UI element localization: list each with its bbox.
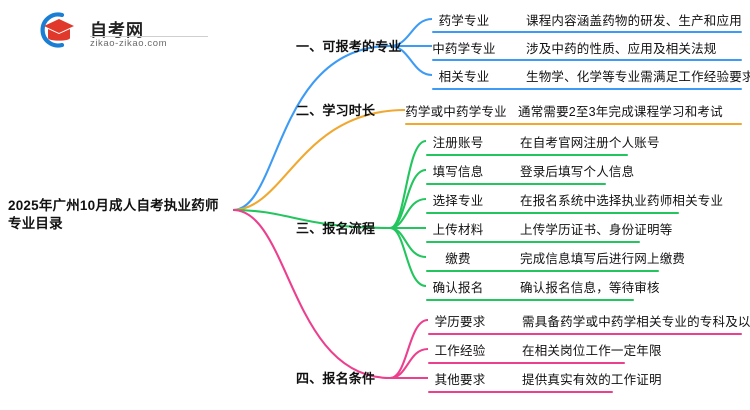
leaf-row[interactable]: 上传材料 上传学历证书、身份证明等 xyxy=(402,215,673,241)
leaf-underline xyxy=(428,333,742,335)
leaf-underline xyxy=(426,270,659,272)
leaf-row[interactable]: 学历要求 需具备药学或中药学相关专业的专科及以上学历 xyxy=(404,307,750,333)
leaf-row[interactable]: 选择专业 在报名系统中选择执业药师相关专业 xyxy=(402,186,723,212)
leaf-key: 填写信息 xyxy=(432,164,484,179)
branch-label-2[interactable]: 二、学习时长 xyxy=(296,103,376,118)
leaf-row[interactable]: 确认报名 确认报名信息，等待审核 xyxy=(402,273,660,299)
leaf-row[interactable]: 相关专业 生物学、化学等专业需满足工作经验要求 xyxy=(408,62,750,88)
leaf-underline xyxy=(426,241,640,243)
leaf-row[interactable]: 药学专业 课程内容涵盖药物的研发、生产和应用 xyxy=(408,6,742,32)
leaf-underline xyxy=(426,183,606,185)
leaf-value: 在自考官网注册个人账号 xyxy=(520,135,660,150)
root-node[interactable]: 2025年广州10月成人自考执业药师专业目录 xyxy=(8,198,219,231)
branch-label-3[interactable]: 三、报名流程 xyxy=(296,221,376,236)
leaf-key: 药学专业 xyxy=(438,13,490,28)
leaf-key: 药学或中药学专业 xyxy=(405,104,507,119)
leaf-underline xyxy=(426,299,634,301)
leaf-underline xyxy=(428,362,625,364)
leaf-value: 完成信息填写后进行网上缴费 xyxy=(520,251,686,266)
leaf-row[interactable]: 中药学专业 涉及中药的性质、应用及相关法规 xyxy=(408,34,717,60)
leaf-underline xyxy=(432,88,742,90)
logo-divider xyxy=(90,36,208,37)
leaf-underline xyxy=(426,212,679,214)
logo-mark-icon xyxy=(40,12,74,48)
leaf-value: 确认报名信息，等待审核 xyxy=(520,280,660,295)
leaf-underline xyxy=(426,154,628,156)
leaf-key: 工作经验 xyxy=(434,343,486,358)
leaf-key: 缴费 xyxy=(445,251,471,266)
leaf-value: 提供真实有效的工作证明 xyxy=(522,372,662,387)
leaf-value: 通常需要2至3年完成课程学习和考试 xyxy=(518,104,723,119)
branch-label-1[interactable]: 一、可报考的专业 xyxy=(296,39,402,54)
leaf-value: 需具备药学或中药学相关专业的专科及以上学历 xyxy=(522,314,750,329)
leaf-underline xyxy=(405,123,742,125)
leaf-row[interactable]: 缴费 完成信息填写后进行网上缴费 xyxy=(402,244,685,270)
leaf-key: 学历要求 xyxy=(434,314,486,329)
branch-label-4[interactable]: 四、报名条件 xyxy=(296,371,376,386)
leaf-key: 其他要求 xyxy=(434,372,486,387)
leaf-key: 中药学专业 xyxy=(432,41,496,56)
leaf-underline xyxy=(432,31,742,33)
leaf-row[interactable]: 工作经验 在相关岗位工作一定年限 xyxy=(404,336,662,362)
leaf-value: 登录后填写个人信息 xyxy=(520,164,635,179)
leaf-row[interactable]: 填写信息 登录后填写个人信息 xyxy=(402,157,635,183)
leaf-key: 相关专业 xyxy=(438,69,490,84)
leaf-row[interactable]: 注册账号 在自考官网注册个人账号 xyxy=(402,128,660,154)
site-logo: 自考网 zikao-zikao.com xyxy=(28,8,218,54)
leaf-value: 课程内容涵盖药物的研发、生产和应用 xyxy=(526,13,742,28)
leaf-key: 选择专业 xyxy=(432,193,484,208)
logo-domain: zikao-zikao.com xyxy=(90,38,168,49)
leaf-value: 上传学历证书、身份证明等 xyxy=(520,222,673,237)
leaf-value: 生物学、化学等专业需满足工作经验要求 xyxy=(526,69,750,84)
leaf-value: 涉及中药的性质、应用及相关法规 xyxy=(526,41,717,56)
leaf-value: 在报名系统中选择执业药师相关专业 xyxy=(520,193,724,208)
leaf-key: 注册账号 xyxy=(432,135,484,150)
logo-title: 自考网 xyxy=(90,21,144,40)
leaf-row[interactable]: 其他要求 提供真实有效的工作证明 xyxy=(404,365,662,391)
leaf-underline xyxy=(428,391,613,393)
leaf-key: 上传材料 xyxy=(432,222,484,237)
leaf-key: 确认报名 xyxy=(432,280,484,295)
leaf-underline xyxy=(432,59,742,61)
leaf-row[interactable]: 药学或中药学专业 通常需要2至3年完成课程学习和考试 xyxy=(400,97,723,123)
leaf-value: 在相关岗位工作一定年限 xyxy=(522,343,662,358)
